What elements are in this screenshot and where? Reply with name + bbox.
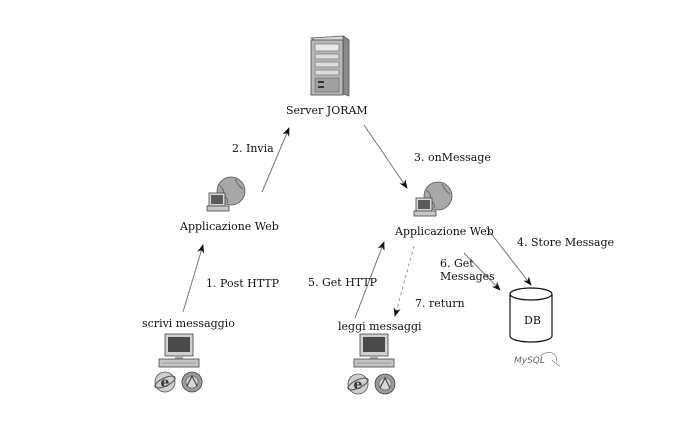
computer-globe-icon [206,176,246,212]
edge-label-store-message: 4. Store Message [517,236,615,249]
edge-label-get-messages-2: Messages [440,270,495,283]
mysql-logo-icon: MySQL [512,350,562,370]
edge-label-return: 7. return [415,297,465,310]
edge-label-post-http: 1. Post HTTP [206,277,280,290]
computer-globe-icon [413,181,453,217]
mysql-logo-text: MySQL [514,356,545,366]
svg-text:e: e [354,377,363,393]
desktop-computer-icon [158,333,200,368]
internet-explorer-icon: e [154,371,176,393]
edge-label-invia: 2. Invia [232,142,274,155]
edge-post-http-arrow [182,244,205,313]
internet-explorer-icon: e [347,373,369,395]
edge-return-arrow [393,245,415,317]
app-right-label: Applicazione Web [395,225,494,238]
server-label: Server JORAM [286,104,368,117]
netscape-icon [374,373,396,395]
desktop-computer-icon [353,333,395,368]
edge-label-onmessage: 3. onMessage [414,151,491,164]
edge-get-http-arrow [354,241,385,319]
edge-invia-arrow [261,127,290,193]
edge-store-message-arrow [485,226,532,286]
svg-text:e: e [161,375,170,391]
client-right-label: leggi messaggi [338,320,422,333]
server-tower-icon [309,35,351,97]
edge-label-get-http: 5. Get HTTP [308,276,378,289]
client-left-label: scrivi messaggio [142,317,235,330]
app-left-label: Applicazione Web [180,220,279,233]
edge-onmessage-arrow [363,124,408,189]
edge-label-get-messages-1: 6. Get [440,257,474,270]
database-cylinder-icon [509,287,553,343]
edge-get-messages-arrow [463,252,501,291]
db-label: DB [524,314,541,327]
netscape-icon [181,371,203,393]
